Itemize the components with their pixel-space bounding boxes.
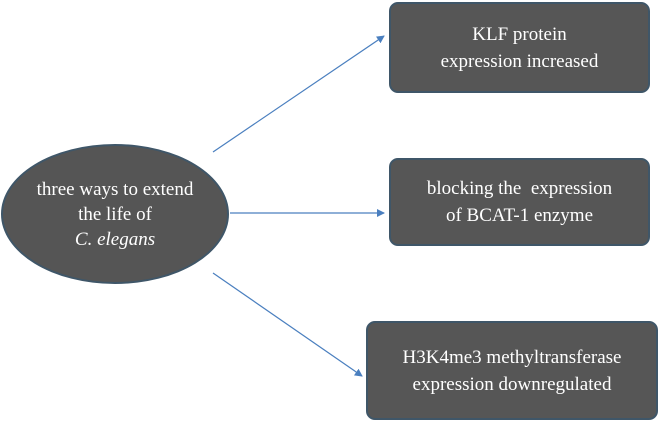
arrow-to-h3k4me3-box [212,272,363,377]
central-topic-ellipse: three ways to extend the life of C. eleg… [1,144,229,284]
bcat-box-line-1: blocking the expression [426,178,613,199]
central-topic-line-1: three ways to extend [36,178,194,200]
klf-box-line-1: KLF protein [472,23,567,45]
klf-protein-box: KLF protein expression increased [389,2,650,93]
klf-box-line-2: expression increased [440,50,599,72]
h3k4me3-box-line-1: H3K4me3 methyltransferase [402,346,622,368]
central-topic-line-2: the life of [78,203,152,225]
bcat-box-line-2: of BCAT-1 enzyme [445,205,594,226]
arrow-to-klf-box [212,35,385,153]
central-topic-species: C. elegans [74,228,156,250]
h3k4me3-box-line-2: expression downregulated [412,373,612,395]
bcat-enzyme-box: blocking the expression of BCAT-1 enzyme [389,158,650,246]
h3k4me3-methyltransferase-box: H3K4me3 methyltransferase expression dow… [366,321,658,420]
